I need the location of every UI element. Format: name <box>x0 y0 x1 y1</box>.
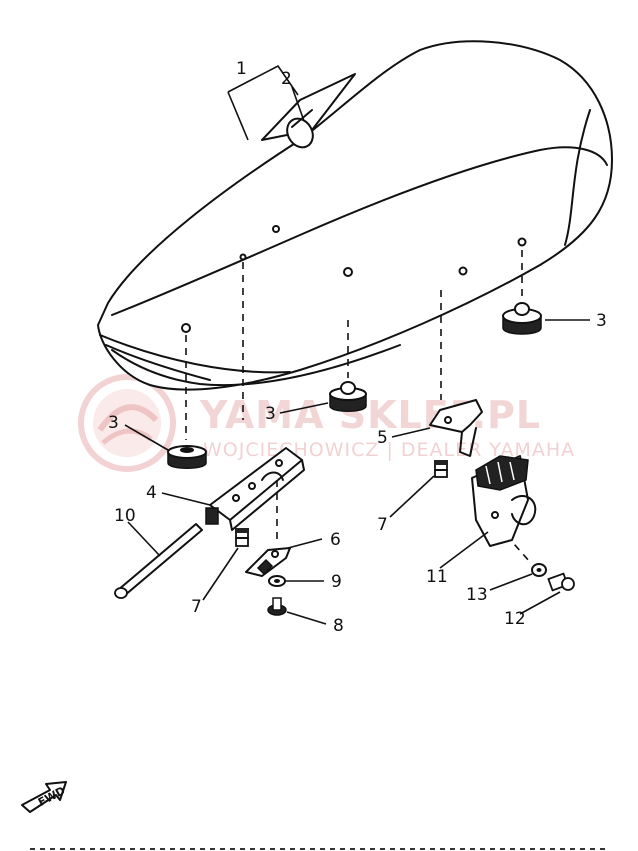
seat-strap <box>261 73 356 149</box>
callout-6: 6 <box>330 530 341 550</box>
callout-7-left: 7 <box>191 597 202 617</box>
callout-3-middle: 3 <box>265 404 276 424</box>
callout-10: 10 <box>114 506 136 526</box>
seat-mounting-holes <box>181 225 527 333</box>
forward-arrow-icon <box>21 781 67 813</box>
screw <box>267 597 287 616</box>
seat-top-seam <box>111 146 608 316</box>
rubber-damper-left <box>167 445 207 469</box>
lock-hook-bracket <box>429 399 483 457</box>
rubber-damper-middle <box>329 381 367 412</box>
seat-assembly <box>97 40 613 391</box>
forward-indicator: FWD <box>21 781 67 813</box>
lock-bolt <box>547 572 575 592</box>
callout-labels: 1 2 3 3 3 4 5 6 7 7 8 9 10 11 12 13 <box>108 59 607 636</box>
callout-8: 8 <box>333 616 344 636</box>
callout-11: 11 <box>426 567 448 587</box>
watermark-logo <box>78 374 176 472</box>
callout-3-right: 3 <box>596 311 607 331</box>
callout-1: 1 <box>236 59 247 79</box>
lock-washer <box>531 563 547 577</box>
rubber-damper-right <box>502 302 542 335</box>
latch-bracket <box>245 547 291 577</box>
callout-12: 12 <box>504 609 526 629</box>
bolt-left <box>235 528 249 547</box>
seat-side-trim <box>99 334 291 381</box>
callout-9: 9 <box>331 572 342 592</box>
seat-hinge-bracket <box>205 447 305 531</box>
watermark-brand: YAMA SKLEP.PL <box>199 393 541 437</box>
hinge-pin <box>114 523 203 599</box>
washer <box>268 575 286 587</box>
watermark: YAMA SKLEP.PL WOJCIECHOWICZ | DEALER YAM… <box>78 374 574 472</box>
callout-13: 13 <box>466 585 488 605</box>
callout-4: 4 <box>146 483 157 503</box>
seat-body <box>97 40 613 391</box>
seat-rear-contour <box>564 109 591 246</box>
seat-base-pan <box>111 344 401 387</box>
callout-3-left: 3 <box>108 413 119 433</box>
leader-lines <box>124 64 590 625</box>
callout-2: 2 <box>281 69 292 89</box>
bolt-right <box>434 460 448 478</box>
callout-7-right: 7 <box>377 515 388 535</box>
seat-lock <box>471 455 537 547</box>
assembly-lines <box>185 250 531 563</box>
callout-5: 5 <box>377 428 388 448</box>
